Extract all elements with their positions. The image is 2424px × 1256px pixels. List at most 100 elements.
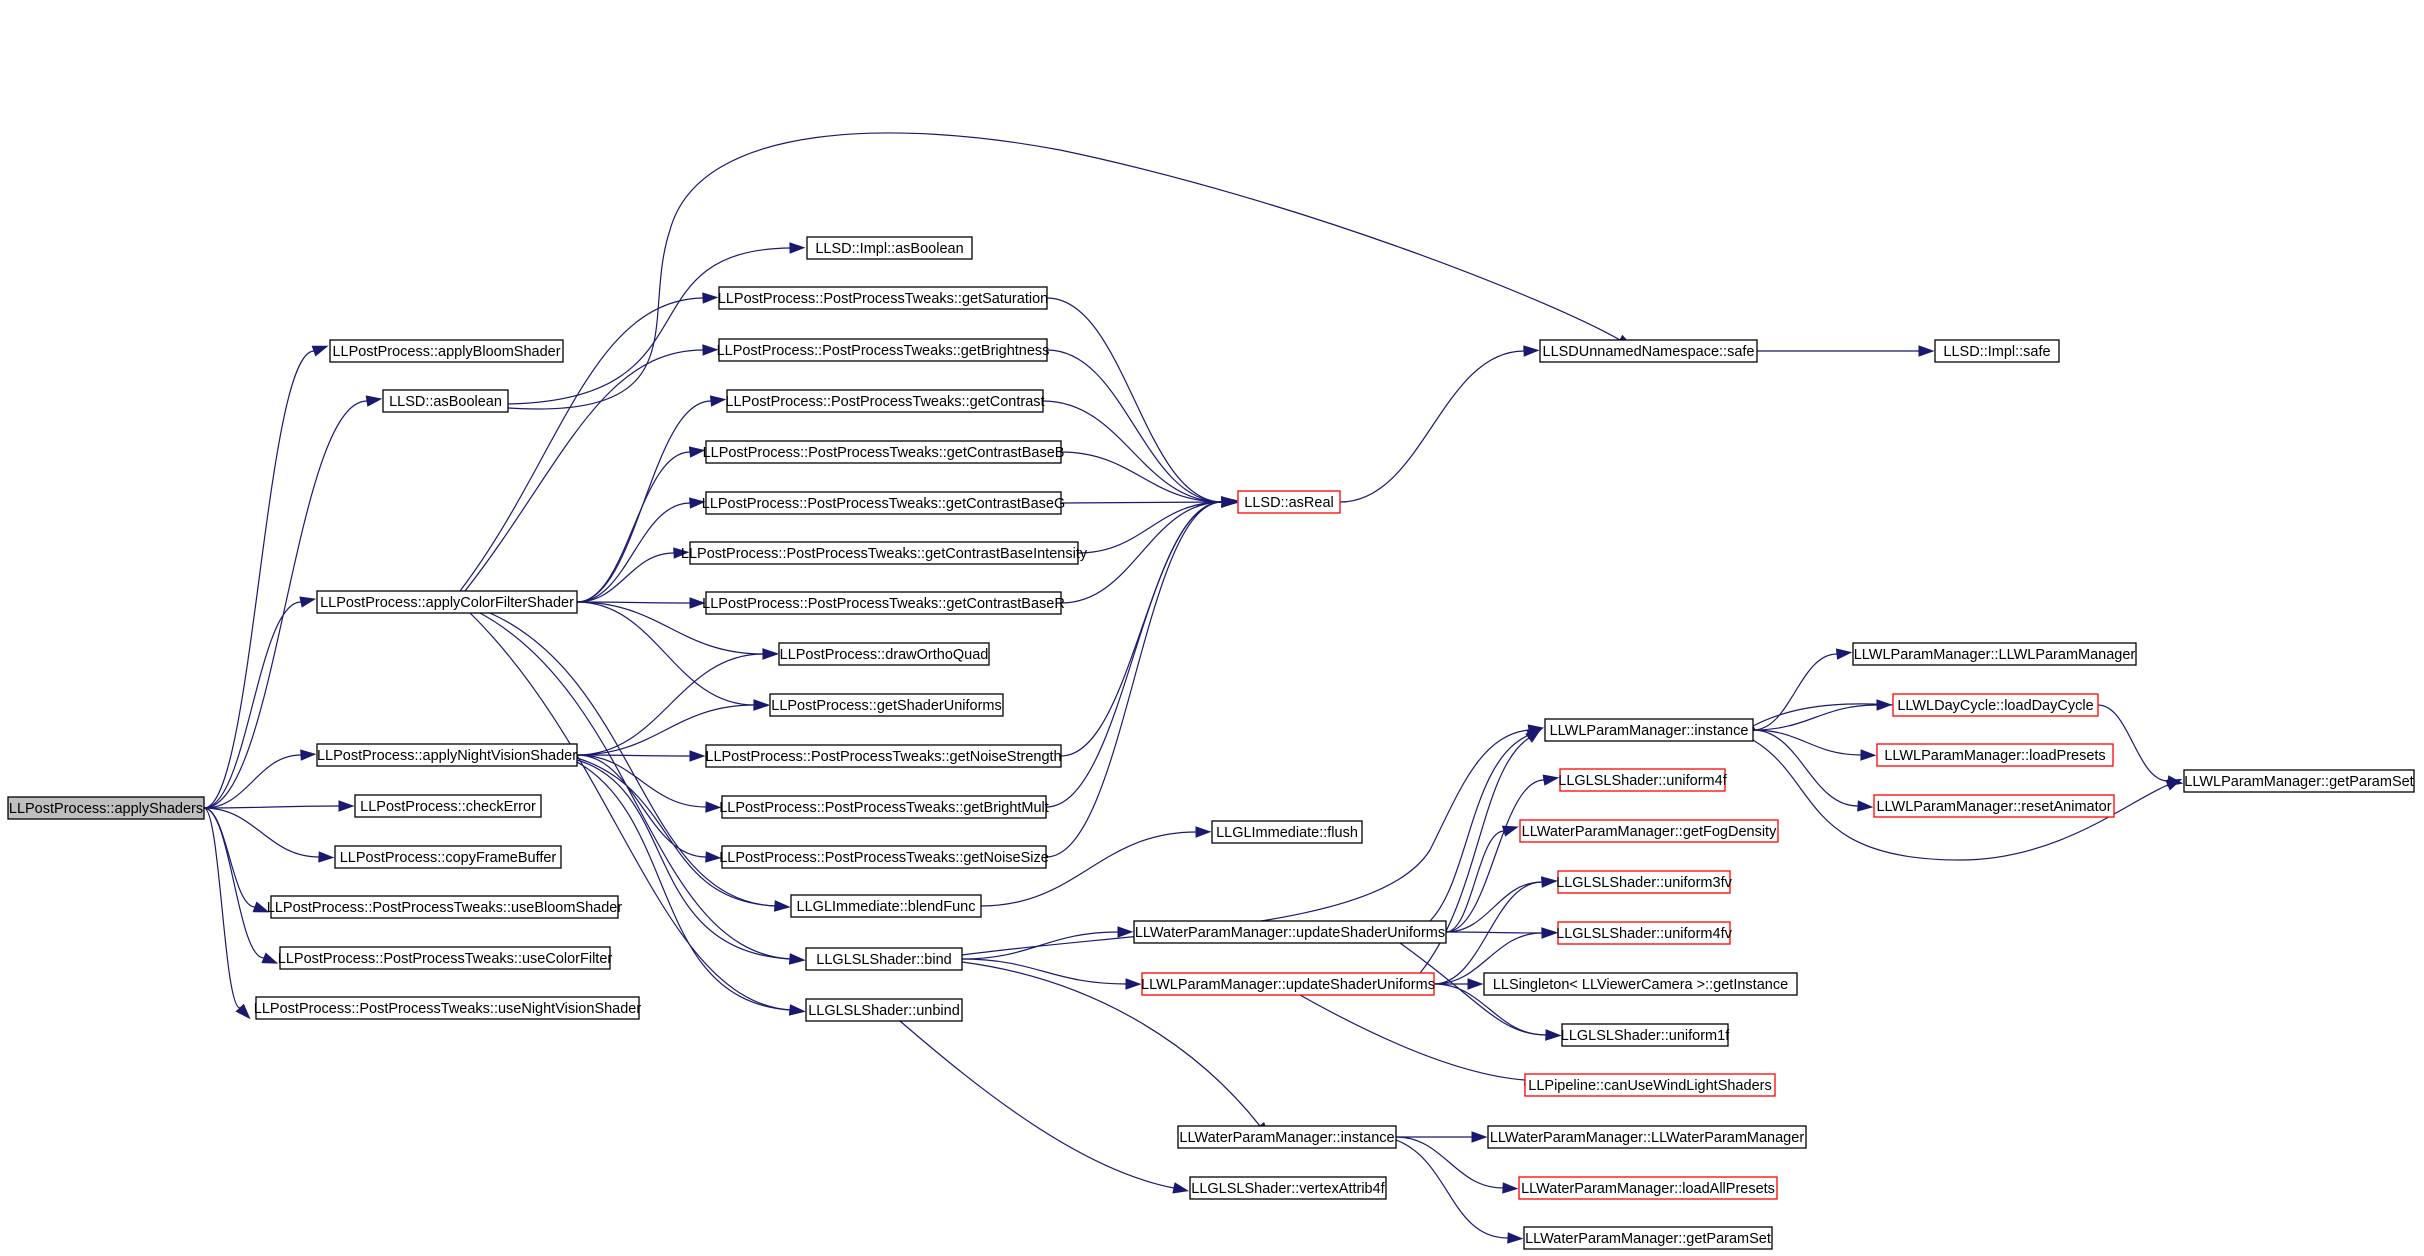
node-getNoiseSize[interactable]: LLPostProcess::PostProcessTweaks::getNoi… [719,845,1049,869]
node-shaderUnbind[interactable]: LLGLSLShader::unbind [805,998,963,1022]
node-useBloomShader[interactable]: LLPostProcess::PostProcessTweaks::useBlo… [267,895,623,919]
node-implSafe[interactable]: LLSD::Impl::safe [1934,339,2060,363]
node-box[interactable] [1141,972,1435,996]
node-box[interactable] [1876,743,2114,767]
node-box[interactable] [705,440,1062,464]
node-box[interactable] [718,286,1048,310]
node-box[interactable] [255,996,640,1020]
node-box[interactable] [329,339,564,363]
node-waterGetParamSet[interactable]: LLWaterParamManager::getParamSet [1523,1226,1773,1250]
node-box[interactable] [1561,1023,1729,1047]
node-implAsBoolean[interactable]: LLSD::Impl::asBoolean [806,236,973,260]
node-box[interactable] [806,236,973,260]
node-useNightVisionShader[interactable]: LLPostProcess::PostProcessTweaks::useNig… [254,996,642,1020]
node-box[interactable] [1211,820,1363,844]
node-vertexAttrib4f[interactable]: LLGLSLShader::vertexAttrib4f [1189,1176,1387,1200]
node-box[interactable] [1523,1226,1773,1250]
node-sdAsBoolean[interactable]: LLSD::asBoolean [382,389,509,413]
node-getSaturation[interactable]: LLPostProcess::PostProcessTweaks::getSat… [718,286,1048,310]
node-box[interactable] [1539,339,1758,363]
node-waterInstance[interactable]: LLWaterParamManager::instance [1177,1125,1397,1149]
node-box[interactable] [705,744,1062,768]
node-box[interactable] [705,491,1062,515]
node-getContrastBaseR[interactable]: LLPostProcess::PostProcessTweaks::getCon… [702,591,1065,615]
node-copyFrameBuffer[interactable]: LLPostProcess::copyFrameBuffer [334,845,562,869]
node-canUseWindLight[interactable]: LLPipeline::canUseWindLightShaders [1524,1073,1776,1097]
node-box[interactable] [7,796,205,820]
node-box[interactable] [1559,768,1726,792]
node-box[interactable] [778,642,990,666]
node-safe[interactable]: LLSDUnnamedNamespace::safe [1539,339,1758,363]
node-useColorFilter[interactable]: LLPostProcess::PostProcessTweaks::useCol… [278,946,613,970]
node-box[interactable] [689,541,1079,565]
node-applyShaders[interactable]: LLPostProcess::applyShaders [7,796,205,820]
node-box[interactable] [1934,339,2060,363]
node-waterCtor[interactable]: LLWaterParamManager::LLWaterParamManager [1487,1125,1807,1149]
node-box[interactable] [705,591,1062,615]
node-getContrastBaseG[interactable]: LLPostProcess::PostProcessTweaks::getCon… [702,491,1065,515]
node-box[interactable] [334,845,562,869]
node-box[interactable] [1524,1073,1776,1097]
node-getContrastBaseB[interactable]: LLPostProcess::PostProcessTweaks::getCon… [703,440,1065,464]
node-shaderBind[interactable]: LLGLSLShader::bind [805,947,963,971]
node-box[interactable] [1189,1176,1387,1200]
node-box[interactable] [790,894,982,918]
node-wlInstance[interactable]: LLWLParamManager::instance [1544,718,1754,742]
node-loadDayCycle[interactable]: LLWLDayCycle::loadDayCycle [1892,693,2099,717]
node-box[interactable] [1519,819,1779,843]
node-getContrast[interactable]: LLPostProcess::PostProcessTweaks::getCon… [725,389,1045,413]
node-resetAnimator[interactable]: LLWLParamManager::resetAnimator [1873,794,2115,818]
node-getContrastBaseIntensity[interactable]: LLPostProcess::PostProcessTweaks::getCon… [681,541,1088,565]
node-box[interactable] [316,590,578,614]
node-box[interactable] [1487,1125,1807,1149]
node-wlGetParamSet[interactable]: LLWLParamManager::getParamSet [2183,769,2415,793]
node-flush[interactable]: LLGLImmediate::flush [1211,820,1363,844]
node-box[interactable] [1557,921,1731,945]
node-checkError[interactable]: LLPostProcess::checkError [354,794,542,818]
node-box[interactable] [1483,972,1798,996]
node-uniform1f[interactable]: LLGLSLShader::uniform1f [1561,1023,1730,1047]
node-box[interactable] [1544,718,1754,742]
node-drawOrthoQuad[interactable]: LLPostProcess::drawOrthoQuad [778,642,990,666]
node-box[interactable] [721,845,1047,869]
node-box[interactable] [721,795,1047,819]
node-box[interactable] [769,693,1004,717]
node-uniform3fv[interactable]: LLGLSLShader::uniform3fv [1556,870,1733,894]
node-box[interactable] [1873,794,2115,818]
node-box[interactable] [805,998,963,1022]
node-wlCtor[interactable]: LLWLParamManager::LLWLParamManager [1852,642,2137,666]
node-box[interactable] [1518,1176,1778,1200]
node-box[interactable] [805,947,963,971]
node-box[interactable] [2183,769,2415,793]
node-getBrightMult[interactable]: LLPostProcess::PostProcessTweaks::getBri… [719,795,1049,819]
node-applyColorFilterShader[interactable]: LLPostProcess::applyColorFilterShader [316,590,578,614]
node-box[interactable] [354,794,542,818]
node-box[interactable] [382,389,509,413]
node-box[interactable] [270,895,619,919]
node-box[interactable] [1852,642,2137,666]
node-box[interactable] [316,743,578,767]
node-box[interactable] [279,946,611,970]
node-box[interactable] [1133,920,1447,944]
node-uniform4fv[interactable]: LLGLSLShader::uniform4fv [1556,921,1733,945]
node-blendFunc[interactable]: LLGLImmediate::blendFunc [790,894,982,918]
node-applyNightVisionShader[interactable]: LLPostProcess::applyNightVisionShader [316,743,578,767]
node-box[interactable] [718,338,1048,362]
node-box[interactable] [726,389,1044,413]
node-applyBloomShader[interactable]: LLPostProcess::applyBloomShader [329,339,564,363]
node-getShaderUniforms[interactable]: LLPostProcess::getShaderUniforms [769,693,1004,717]
node-loadAllPresets[interactable]: LLWaterParamManager::loadAllPresets [1518,1176,1778,1200]
node-getBrightness[interactable]: LLPostProcess::PostProcessTweaks::getBri… [717,338,1050,362]
node-getFogDensity[interactable]: LLWaterParamManager::getFogDensity [1519,819,1779,843]
node-getNoiseStrength[interactable]: LLPostProcess::PostProcessTweaks::getNoi… [705,744,1062,768]
node-box[interactable] [1892,693,2099,717]
node-getInstance[interactable]: LLSingleton< LLViewerCamera >::getInstan… [1483,972,1798,996]
node-asReal[interactable]: LLSD::asReal [1237,490,1341,514]
node-wlUpdate[interactable]: LLWLParamManager::updateShaderUniforms [1141,972,1435,996]
node-waterUpdate[interactable]: LLWaterParamManager::updateShaderUniform… [1133,920,1447,944]
node-box[interactable] [1177,1125,1397,1149]
node-loadPresets[interactable]: LLWLParamManager::loadPresets [1876,743,2114,767]
node-box[interactable] [1237,490,1341,514]
node-uniform4f[interactable]: LLGLSLShader::uniform4f [1558,768,1728,792]
node-box[interactable] [1557,870,1731,894]
